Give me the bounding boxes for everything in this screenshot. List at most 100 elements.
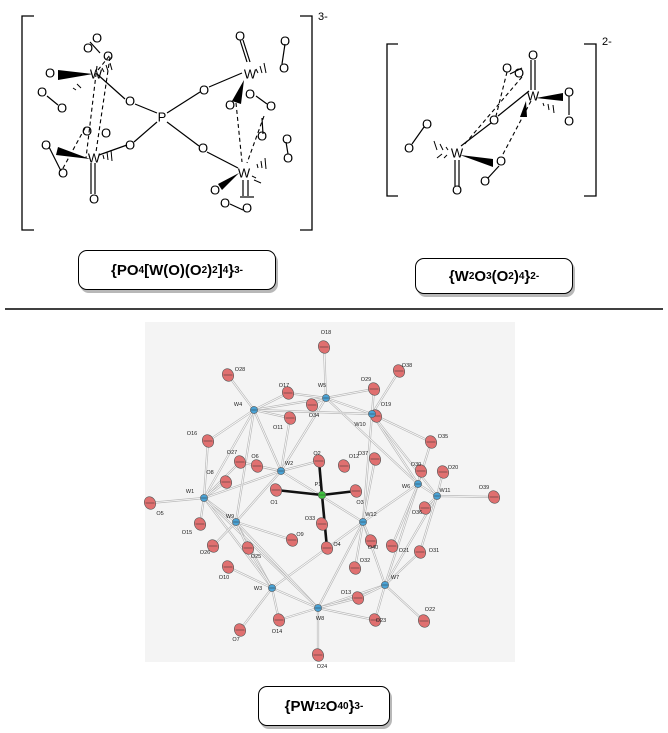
caption-sub: 40 <box>337 700 349 712</box>
atom-o: O <box>125 94 135 109</box>
caption-sub: 4 <box>138 264 145 276</box>
ortep-label: O18 <box>321 330 331 336</box>
ortep-label: O32 <box>360 558 370 564</box>
atom-w: W <box>88 151 101 166</box>
ortep-atom-o28: O28 <box>222 367 245 382</box>
ortep-bond-highlight <box>362 483 419 523</box>
ortep-bond-highlight <box>384 551 421 586</box>
ortep-bond-highlight <box>207 409 255 442</box>
ortep-bond-highlight <box>325 388 375 399</box>
ortep-atom-o34: O34 <box>306 398 319 419</box>
caption-text: {PO <box>111 261 139 279</box>
ortep-atom-o37: O37 <box>358 451 381 466</box>
ortep-atom-w12: W12 <box>359 512 377 526</box>
ortep-label: P1 <box>315 482 322 488</box>
ortep-atom-o27: O27 <box>227 450 246 469</box>
ortep-atom-w2: W2 <box>277 461 293 475</box>
ortep-atom-o12: O12 <box>338 454 359 473</box>
ortep-atom-o5: O5 <box>144 496 164 517</box>
structure-pw12o40-ortep: O1O2O3O4O5O6O7O8O9O10O11O12O13O14O15O16O… <box>144 322 515 670</box>
caption-text: } <box>524 267 531 285</box>
ortep-label: O11 <box>273 425 283 431</box>
atom-o: O <box>514 66 524 81</box>
ortep-atom-o2: O2 <box>313 451 325 468</box>
ortep-bond-highlight <box>235 521 293 541</box>
caption-sup: 3- <box>234 264 243 276</box>
atom-o: O <box>225 98 235 113</box>
caption-text: {W <box>448 267 469 285</box>
atom-o: O <box>489 113 499 128</box>
caption-sub: 2 <box>468 270 475 282</box>
ortep-atom-p1: P1 <box>315 482 327 500</box>
atom-o: O <box>266 99 276 114</box>
ortep-label: O33 <box>305 516 315 522</box>
ortep-atom-o4: O4 <box>321 541 341 555</box>
atom-o: O <box>242 201 252 216</box>
ortep-bond-highlight <box>235 470 282 523</box>
caption-sub: 2 <box>201 264 208 276</box>
atom-p: P <box>158 110 167 125</box>
ortep-bond-highlight <box>384 483 419 586</box>
ortep-atom-o8: O8 <box>206 470 232 489</box>
ortep-label: O15 <box>182 530 192 536</box>
atom-o: O <box>57 101 67 116</box>
ortep-bond-highlight <box>253 409 282 472</box>
atom-o: O <box>502 61 512 76</box>
ortep-bond-highlight <box>227 374 255 411</box>
ortep-atom-o1: O1 <box>270 483 282 506</box>
atom-o: O <box>452 183 462 198</box>
ortep-bond-highlight <box>280 397 327 472</box>
ortep-atom-w8: W8 <box>314 604 324 622</box>
ortep-label: O37 <box>358 451 368 457</box>
atom-o: O <box>220 196 230 211</box>
caption-text: } <box>348 697 355 715</box>
ortep-atom-o11: O11 <box>273 411 296 431</box>
atom-o: O <box>37 85 47 100</box>
ortep-label: O10 <box>219 575 229 581</box>
ortep-bond-highlight <box>419 495 438 553</box>
bonds-hashed <box>72 62 267 184</box>
atom-o: O <box>564 85 574 100</box>
caption-text: (O <box>491 267 509 285</box>
ortep-atom-o40: O40 <box>365 534 378 551</box>
ortep-bond-highlight <box>317 597 359 609</box>
ortep-bond-highlight <box>436 495 495 498</box>
ortep-bond-highlight <box>253 392 289 411</box>
atoms-structure-2: W W O O O O O O O O O O O <box>404 48 574 198</box>
atoms-structure-1: W W W W P O O O O O O O O O O O O O O O … <box>37 29 293 216</box>
ortep-bond-highlight <box>253 409 373 415</box>
bonds-solid <box>411 60 570 186</box>
atom-o: O <box>210 183 220 198</box>
ortep-label: W10 <box>354 422 365 428</box>
atom-o: O <box>92 31 102 46</box>
ortep-atom-o16: O16 <box>187 431 214 448</box>
ortep-atom-o39: O39 <box>479 485 500 504</box>
ortep-bond-highlight <box>280 417 291 472</box>
ortep-label: O4 <box>333 542 340 548</box>
left-bracket <box>21 15 34 231</box>
atom-o: O <box>422 117 432 132</box>
ortep-label: O22 <box>425 607 435 613</box>
ortep-bond-highlight <box>371 413 419 485</box>
ortep-bond-highlight <box>149 497 205 504</box>
ortep-atom-o21: O21 <box>386 539 409 554</box>
ortep-label: O20 <box>448 465 458 471</box>
ortep-bond-highlight <box>203 409 255 499</box>
ortep-atom-o33: O33 <box>305 516 328 531</box>
caption-sub: 12 <box>314 700 326 712</box>
atom-o: O <box>45 66 55 81</box>
ortep-atom-o17: O17 <box>279 383 294 400</box>
ortep-label: O26 <box>200 550 210 556</box>
ortep-atom-o32: O32 <box>349 558 370 575</box>
caption-text: O <box>474 267 487 285</box>
ortep-bond-highlight <box>239 587 273 631</box>
caption-text: [W(O)(O <box>144 261 202 279</box>
ortep-label: O40 <box>368 545 378 551</box>
ortep-label: W1 <box>186 489 194 495</box>
ortep-label: O30 <box>411 462 421 468</box>
atom-o: O <box>101 126 111 141</box>
ortep-label: W9 <box>226 514 234 520</box>
ortep-label: O7 <box>232 637 239 643</box>
